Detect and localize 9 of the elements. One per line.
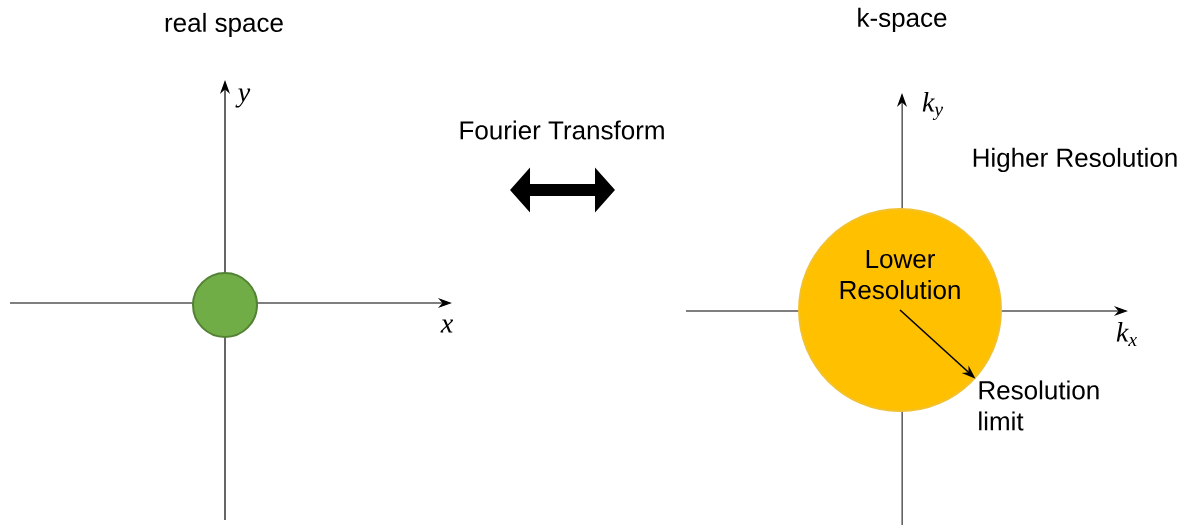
axis-label: k$_{y}$ [922, 92, 944, 120]
panel-title: real space [165, 12, 283, 38]
axis-label: y [235, 88, 251, 108]
panel-title: k-space [858, 7, 947, 33]
axis-label: x [440, 319, 454, 333]
filled-circle [192, 272, 258, 338]
text-label: Fourier Transform [460, 120, 664, 140]
text-label: Higher Resolution [973, 147, 1177, 173]
axis-label: k$_{x}$ [1116, 322, 1137, 346]
